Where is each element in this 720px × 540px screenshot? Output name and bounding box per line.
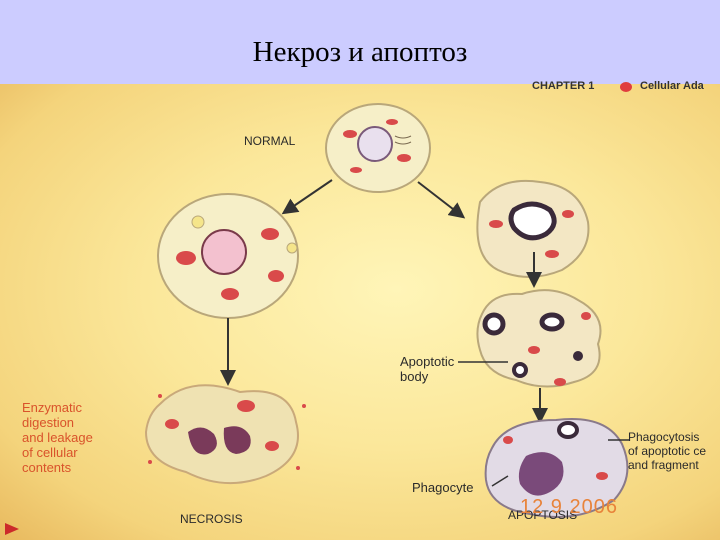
date-stamp: 12 9 2006 — [520, 496, 618, 518]
label-apoptosis: APOPTOSIS — [508, 508, 578, 522]
label-necrosis: NECROSIS — [180, 512, 243, 526]
label-normal: NORMAL — [244, 134, 296, 148]
slide-title: Некроз и апоптоз — [252, 36, 468, 68]
page-header-chapter: CHAPTER 1 — [532, 80, 595, 92]
swollen-cell — [157, 193, 299, 319]
arrow-to-apoptosis — [417, 181, 466, 219]
cell-diagram — [144, 103, 630, 518]
label-phagocytosis: Phagocytosis of apoptotic ce and fragmen… — [628, 430, 707, 472]
label-apoptotic-body: Apoptotic body — [400, 354, 455, 384]
textbook-figure-photo: CHAPTER 1 Cellular Ada — [0, 80, 720, 540]
shrunken-cell — [476, 179, 590, 278]
label-enzymatic-digestion: Enzymatic digestion and leakage of cellu… — [22, 400, 93, 475]
fragmented-cell — [476, 289, 602, 388]
page-header-section: Cellular Ada — [640, 80, 704, 92]
label-phagocyte: Phagocyte — [412, 480, 474, 495]
title-bar — [0, 0, 720, 84]
corner-arrow-icon — [5, 523, 19, 535]
normal-cell — [325, 103, 431, 193]
page-header-bullet — [620, 82, 632, 92]
necrotic-cell — [144, 384, 306, 485]
arrow-to-necrosis — [281, 179, 333, 215]
phagocyte-cell — [484, 418, 629, 518]
phagocyte-pointer — [491, 475, 509, 487]
